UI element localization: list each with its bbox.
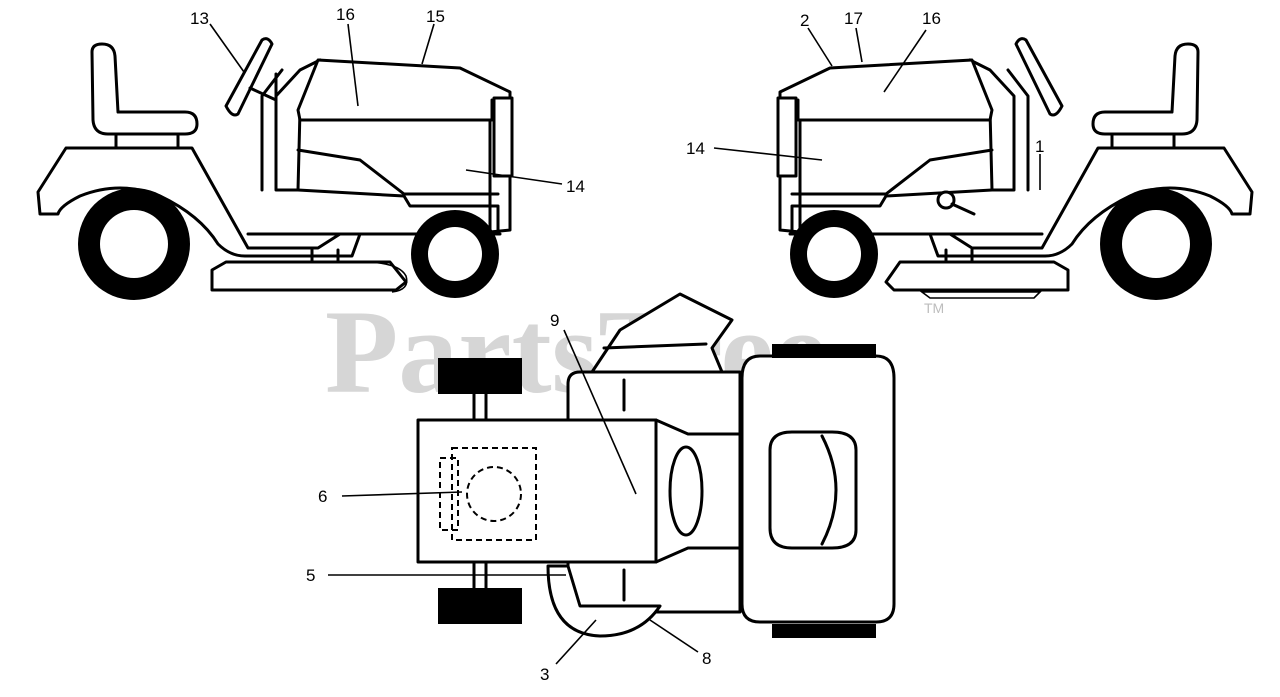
- right-frame-line: [790, 188, 994, 236]
- right-hood-panel: [790, 148, 994, 196]
- callout-15: 15: [426, 7, 445, 26]
- right-tractor-side-view: [776, 37, 1254, 300]
- leader-14-right: [713, 147, 823, 161]
- right-deck-hangers: [944, 248, 974, 264]
- leader-16-left: [347, 23, 359, 107]
- left-mower-deck: [210, 260, 408, 292]
- right-seat-base: [1110, 132, 1176, 150]
- left-seat-base: [114, 132, 180, 150]
- callout-1: 1: [1035, 137, 1044, 156]
- top-rear-tire-upper: [772, 344, 876, 358]
- right-seat: [1091, 42, 1200, 136]
- left-fender: [36, 146, 362, 258]
- right-fender: [928, 146, 1254, 258]
- callout-2: 2: [800, 11, 809, 30]
- callout-13: 13: [190, 9, 209, 28]
- top-decal-outline-tab: [439, 457, 459, 531]
- callout-5: 5: [306, 566, 315, 585]
- right-mower-deck: [884, 260, 1070, 292]
- callout-6: 6: [318, 487, 327, 506]
- tractor-top-view: [416, 292, 896, 638]
- left-deck-hangers: [310, 248, 340, 264]
- right-front-hub: [807, 227, 861, 281]
- callout-9: 9: [550, 311, 559, 330]
- left-front-hub: [428, 227, 482, 281]
- left-hood-line: [298, 98, 494, 122]
- top-steering-wheel: [668, 445, 704, 537]
- right-steering-column: [1006, 68, 1030, 192]
- top-seat-back: [820, 434, 838, 546]
- leader-15: [421, 23, 435, 65]
- left-seat: [90, 42, 199, 136]
- leader-2: [807, 27, 833, 67]
- left-grille: [492, 96, 514, 178]
- leader-3: [555, 619, 597, 665]
- right-lift-knob: [936, 190, 956, 210]
- callout-14-left: 14: [566, 177, 585, 196]
- leader-lines: [209, 23, 1041, 665]
- callout-16-left: 16: [336, 5, 355, 24]
- leader-9: [563, 329, 637, 495]
- leader-6: [341, 491, 463, 497]
- callout-16-right: 16: [922, 9, 941, 28]
- right-grille: [776, 96, 798, 178]
- right-rear-hub: [1122, 210, 1190, 278]
- callout-17: 17: [844, 9, 863, 28]
- callout-labels: 13 16 15 14 2 17 16 14 1 9 6 5 3 8: [190, 5, 1044, 684]
- right-lift-lever: [950, 202, 976, 216]
- top-rear-tire-lower: [772, 624, 876, 638]
- leader-17: [855, 27, 863, 63]
- callout-3: 3: [540, 665, 549, 684]
- callout-8: 8: [702, 649, 711, 668]
- left-hood-panel: [296, 148, 500, 196]
- leader-13: [209, 23, 245, 73]
- left-tractor-side-view: [36, 37, 514, 300]
- top-deck-bulge: [546, 564, 662, 638]
- callout-14-right: 14: [686, 139, 705, 158]
- top-decal-outline-square: [451, 447, 537, 541]
- leader-8: [649, 619, 699, 653]
- right-hood-line: [796, 98, 992, 122]
- left-deck-belt: [369, 261, 408, 293]
- right-steering-wheel: [1014, 37, 1064, 117]
- right-deck-skirt: [919, 291, 1042, 299]
- top-front-tire-upper: [438, 358, 522, 394]
- top-front-tire-lower: [438, 588, 522, 624]
- leader-16-right: [883, 29, 927, 93]
- top-chute-edge: [602, 342, 708, 350]
- left-frame-line: [296, 188, 500, 236]
- top-seat: [768, 430, 858, 550]
- left-steering-wheel: [224, 37, 274, 117]
- top-front-axles: [472, 392, 488, 590]
- left-rear-hub: [100, 210, 168, 278]
- leader-14-left: [465, 169, 563, 185]
- top-hood: [416, 418, 658, 564]
- top-decal-outline-circle: [466, 466, 522, 522]
- trademark-symbol: TM: [924, 300, 944, 316]
